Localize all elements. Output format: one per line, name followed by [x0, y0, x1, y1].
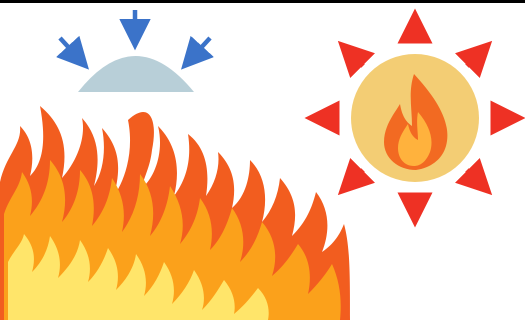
arrow-up-left	[346, 49, 363, 66]
arrow-down-left	[60, 38, 82, 62]
absorbing-dome	[78, 56, 194, 92]
arrow-up-right	[467, 49, 484, 66]
arrow-down-right	[467, 170, 484, 187]
flames-icon	[0, 106, 350, 320]
heat-radiation-icon	[316, 20, 514, 216]
arrow-down-right	[188, 38, 210, 62]
arrow-down-left	[346, 170, 363, 187]
heat-absorption-icon	[60, 10, 210, 92]
